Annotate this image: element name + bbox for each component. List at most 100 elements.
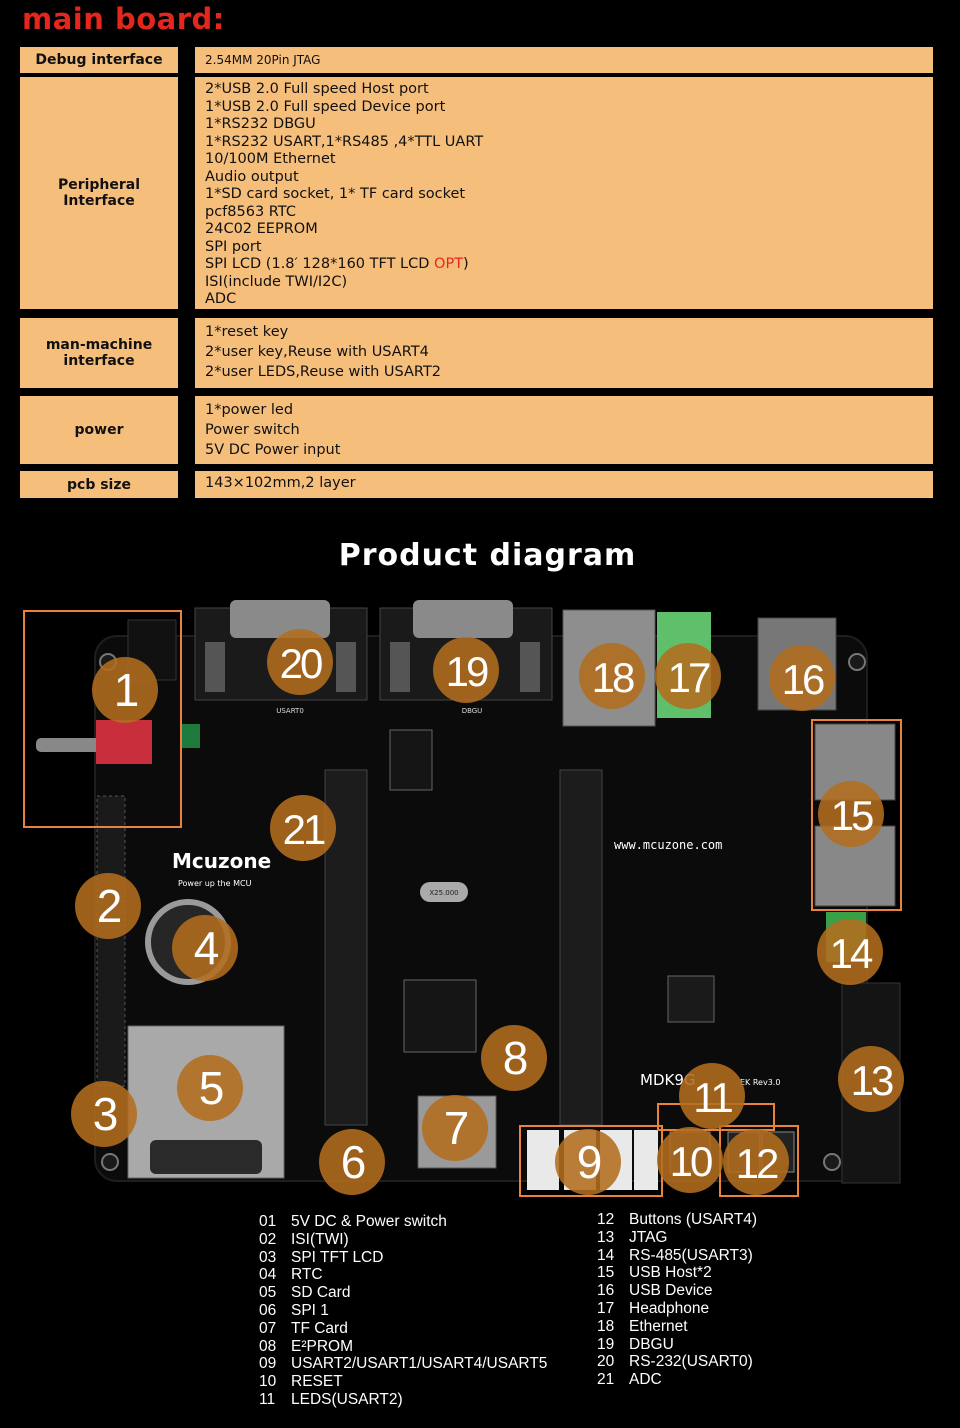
legend-item: 18 Ethernet [597, 1318, 757, 1336]
legend-text: SD Card [291, 1284, 351, 1302]
marker-9-label: 9 [577, 1136, 601, 1188]
spec-value: 2.54MM 20Pin JTAG [195, 47, 933, 73]
board-logo-tagline: Power up the MCU [178, 879, 252, 888]
spec-line: SPI port [205, 238, 262, 255]
marker-18-label: 18 [592, 654, 634, 701]
silk-crystal: X25.000 [429, 889, 458, 897]
board-url: www.mcuzone.com [614, 838, 722, 852]
spec-line: 2*user LEDS,Reuse with USART2 [205, 364, 442, 380]
spec-row-peripheral: Peripheral Interface 2*USB 2.0 Full spee… [20, 77, 933, 309]
marker-13-badge [838, 1046, 904, 1112]
spec-label: Debug interface [20, 47, 178, 73]
marker-18-badge [579, 643, 645, 709]
marker-2-label: 2 [97, 880, 121, 932]
lcd-suffix: ) [463, 256, 469, 272]
marker-5-badge [177, 1055, 243, 1121]
legend-text: SPI TFT LCD [291, 1248, 384, 1266]
legend-num: 04 [259, 1266, 277, 1284]
legend-num: 19 [597, 1335, 615, 1353]
marker-14-label: 14 [830, 930, 873, 977]
legend-item: 21 ADC [597, 1371, 757, 1389]
spec-line: 1*USB 2.0 Full speed Device port [205, 98, 446, 115]
opt-tag: OPT [434, 256, 464, 272]
legend-text: ADC [629, 1371, 662, 1389]
legend-num: 17 [597, 1299, 615, 1317]
marker-9-badge [555, 1129, 621, 1195]
page-title: main board: [22, 2, 225, 36]
spec-line: ISI(include TWI/I2C) [205, 273, 348, 290]
spec-line: Power switch [205, 422, 300, 438]
main-ic [403, 979, 477, 1053]
highlight-power [23, 610, 182, 828]
eth-phy-ic [667, 975, 715, 1023]
marker-15-badge [818, 781, 884, 847]
board-model-suffix: EK Rev3.0 [740, 1078, 780, 1087]
core-socket-left [324, 769, 368, 1126]
legend-num: 03 [259, 1248, 277, 1266]
marker-15-label: 15 [831, 792, 873, 839]
legend-text: RS-232(USART0) [629, 1353, 753, 1371]
marker-1-badge [92, 657, 158, 723]
marker-17-label: 17 [668, 654, 710, 701]
uart-conn-4 [634, 1130, 658, 1190]
spec-line: 10/100M Ethernet [205, 151, 336, 167]
marker-11-label: 11 [693, 1074, 732, 1121]
legend-num: 14 [597, 1246, 615, 1264]
legend-text: SPI 1 [291, 1301, 329, 1319]
spec-line: 1*RS232 USART,1*RS485 ,4*TTL UART [205, 133, 484, 150]
uart-conn-1 [527, 1130, 559, 1190]
board-diagram: USART0 DBGU X25.000 Mcuzone Power up the… [23, 600, 904, 1197]
legend-num: 08 [259, 1337, 277, 1355]
legend-num: 11 [259, 1390, 276, 1408]
legend-item: 03 SPI TFT LCD [259, 1249, 547, 1267]
spec-line: 2*user key,Reuse with USART4 [205, 344, 429, 360]
marker-13-label: 13 [851, 1057, 893, 1104]
legend-text: LEDS(USART2) [291, 1390, 403, 1408]
spec-value: 2*USB 2.0 Full speed Host port 1*USB 2.0… [195, 77, 933, 309]
lcd-text: SPI LCD (1.8′ 128*160 TFT LCD [205, 256, 435, 272]
marker-2-badge [75, 873, 141, 939]
highlight-usb-host [811, 719, 902, 911]
marker-11-badge [679, 1063, 745, 1129]
silk-dbgu: DBGU [462, 707, 483, 715]
marker-1-label: 1 [114, 664, 138, 716]
legend-text: ISI(TWI) [291, 1230, 349, 1248]
legend-text: Ethernet [629, 1317, 688, 1335]
legend-num: 15 [597, 1264, 615, 1282]
legend-text: USB Device [629, 1282, 713, 1300]
marker-4-badge [172, 915, 238, 981]
board-logo: Mcuzone [172, 849, 271, 873]
marker-19-label: 19 [446, 648, 488, 695]
legend-text: DBGU [629, 1335, 674, 1353]
spec-label: Peripheral Interface [20, 77, 178, 309]
legend-text: RTC [291, 1266, 323, 1284]
marker-21-badge [270, 795, 336, 861]
spec-line: Audio output [205, 168, 299, 185]
spec-row-debug: Debug interface 2.54MM 20Pin JTAG [20, 47, 933, 73]
legend-item: 19 DBGU [597, 1336, 757, 1354]
legend-item: 14 RS-485(USART3) [597, 1247, 757, 1265]
marker-8-label: 8 [503, 1032, 527, 1084]
spec-value: 1*reset key 2*user key,Reuse with USART4… [195, 318, 933, 388]
spec-line: 1*SD card socket, 1* TF card socket [205, 186, 466, 202]
marker-10-badge [657, 1127, 723, 1193]
legend-num: 18 [597, 1317, 615, 1335]
crystal [420, 882, 468, 902]
legend-num: 21 [597, 1371, 615, 1389]
spec-line: ADC [205, 291, 237, 307]
marker-12-badge [723, 1129, 789, 1195]
marker-7-label: 7 [444, 1102, 468, 1154]
legend-item: 11 LEDS(USART2) [259, 1391, 547, 1409]
legend-text: RS-485(USART3) [629, 1246, 753, 1264]
marker-19-badge [433, 637, 499, 703]
